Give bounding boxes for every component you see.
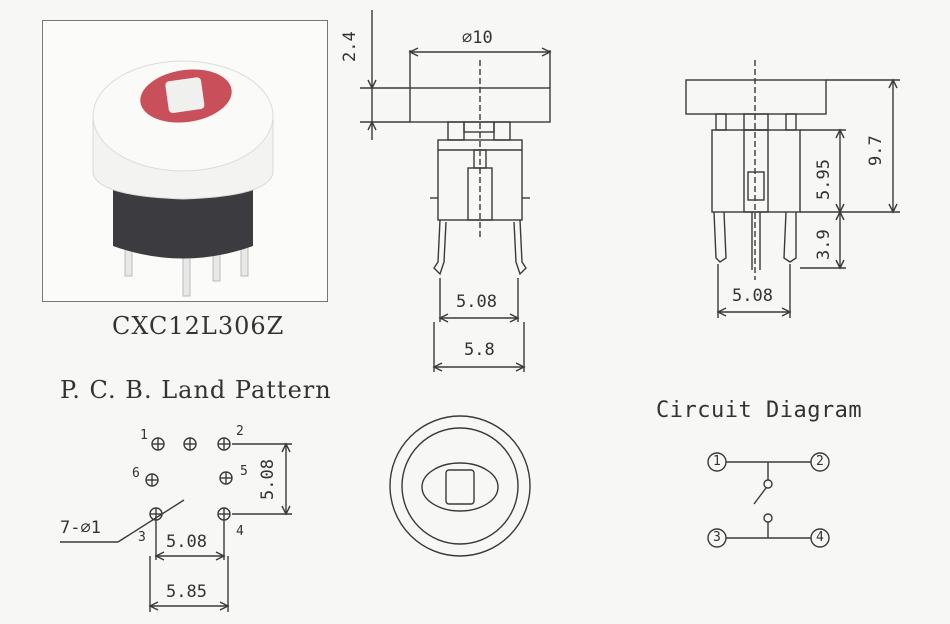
front-cap-height-label: 2.4 — [340, 31, 360, 62]
pcb-pin-6-label: 6 — [132, 466, 140, 481]
pcb-pin-4-label: 4 — [236, 524, 244, 539]
side-pin-pitch-label: 5.08 — [732, 286, 773, 306]
circuit-diagram-drawing — [707, 452, 830, 548]
pcb-land-pattern-title: P. C. B. Land Pattern — [60, 376, 332, 404]
product-photo-frame — [42, 20, 328, 302]
terminal-1-label: 1 — [713, 454, 721, 469]
circuit-diagram-title: Circuit Diagram — [656, 398, 863, 423]
pcb-pin-1-label: 1 — [140, 428, 148, 443]
pcb-land-pattern-drawing — [60, 437, 292, 612]
pcb-hole-note: 7-⌀1 — [60, 518, 101, 538]
pcb-pin-2-label: 2 — [236, 424, 244, 439]
terminal-4-label: 4 — [816, 530, 824, 545]
pcb-outer-pitch-label: 5.85 — [166, 582, 207, 602]
terminal-2-label: 2 — [816, 454, 824, 469]
terminal-3-label: 3 — [713, 530, 721, 545]
model-name: CXC12L306Z — [112, 312, 285, 340]
pcb-inner-pitch-label: 5.08 — [166, 532, 207, 552]
front-cap-diameter-label: ⌀10 — [462, 28, 493, 48]
front-body-width-label: 5.8 — [464, 340, 495, 360]
side-body-height-label: 5.95 — [814, 159, 834, 200]
front-view-drawing — [360, 10, 552, 372]
pcb-vertical-pitch-label: 5.08 — [258, 459, 278, 500]
side-total-height-label: 9.7 — [866, 135, 886, 166]
push-button-switch-illustration — [92, 60, 274, 297]
pcb-pin-5-label: 5 — [240, 464, 248, 479]
front-pin-pitch-label: 5.08 — [456, 292, 497, 312]
side-view-drawing — [685, 60, 900, 318]
top-view-drawing — [389, 415, 531, 557]
side-pin-length-label: 3.9 — [814, 229, 834, 260]
pcb-pin-3-label: 3 — [138, 530, 146, 545]
